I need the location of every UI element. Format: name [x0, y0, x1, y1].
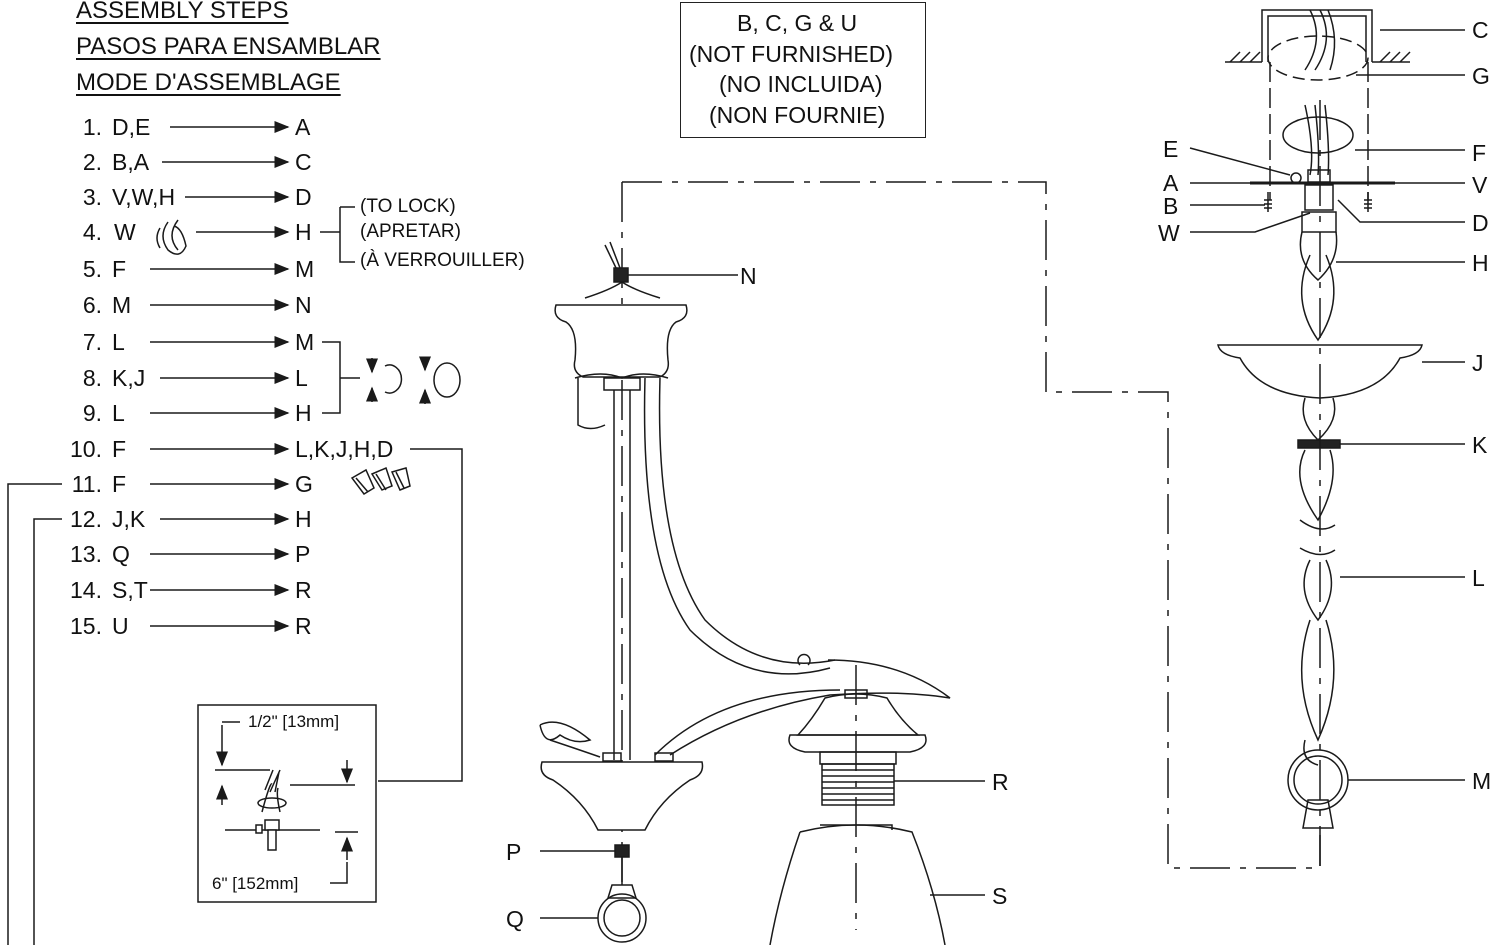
step-number: 10. [70, 436, 102, 462]
step-target: G [295, 471, 313, 497]
step-source: F [112, 471, 127, 497]
part-label-L: L [1472, 565, 1485, 591]
step-number: 4. [82, 219, 102, 245]
part-label-J: J [1472, 350, 1484, 376]
wire-strip-detail [215, 721, 358, 884]
lock-note-es: (APRETAR) [360, 221, 461, 242]
not-furnished-box: B, C, G & U (NOT FURNISHED) (NO INCLUIDA… [680, 2, 926, 138]
step-target: R [295, 577, 312, 603]
part-label-H: H [1472, 250, 1489, 276]
step-number: 12. [70, 506, 102, 532]
part-label-N: N [740, 263, 757, 289]
detail-leader [378, 448, 463, 782]
part-label-B: B [1163, 193, 1179, 219]
step-source: B,A [112, 149, 150, 175]
twist-icon [156, 219, 187, 255]
leader-11 [7, 483, 62, 945]
step-source: L [112, 400, 125, 426]
not-furnished-en: (NOT FURNISHED) [689, 41, 894, 67]
step-target: M [295, 329, 315, 355]
step-target: L [295, 365, 308, 391]
part-label-R: R [992, 769, 1009, 795]
lock-note-fr: (À VERROUILLER) [360, 250, 525, 271]
step-source: U [112, 613, 129, 639]
not-furnished-es: (NO INCLUIDA) [719, 71, 883, 97]
step-target: L,K,J,H,D [295, 436, 394, 462]
heading-mode: MODE D'ASSEMBLAGE [76, 69, 341, 96]
strip-length-label: 1/2" [13mm] [248, 712, 340, 731]
wire-length-label: 6" [152mm] [212, 874, 299, 893]
step-number: 14. [70, 577, 102, 603]
step-number: 6. [82, 292, 102, 318]
part-label-S: S [992, 883, 1008, 909]
step-source: J,K [112, 506, 146, 532]
step-target: A [295, 114, 311, 140]
part-label-D: D [1472, 210, 1489, 236]
step-source: F [112, 256, 127, 282]
step-number: 7. [82, 329, 102, 355]
step-target: D [295, 184, 312, 210]
step-source: L [112, 329, 125, 355]
step-target: H [295, 400, 312, 426]
step-number: 9. [82, 400, 102, 426]
step-target: M [295, 256, 315, 282]
step-source: D,E [112, 114, 151, 140]
step-source: F [112, 436, 127, 462]
step-source: S,T [112, 577, 148, 603]
wire-nut-icons [350, 466, 411, 495]
step-source: W [114, 219, 136, 245]
step-number: 8. [82, 365, 102, 391]
step-source: M [112, 292, 132, 318]
step-number: 13. [70, 541, 102, 567]
part-label-C: C [1472, 17, 1489, 43]
step-target: N [295, 292, 312, 318]
step-target: H [295, 219, 312, 245]
assembly-path [622, 181, 1321, 869]
not-furnished-parts: B, C, G & U [737, 10, 858, 36]
step-target: P [295, 541, 311, 567]
leader-12 [33, 518, 62, 945]
step-source: V,W,H [112, 184, 176, 210]
part-label-Q: Q [506, 906, 524, 932]
part-label-W: W [1158, 220, 1180, 246]
part-label-A: A [1163, 170, 1179, 196]
step-source: Q [112, 541, 130, 567]
part-label-P: P [506, 839, 522, 865]
lock-bracket [320, 206, 355, 263]
heading-pasos: PASOS PARA ENSAMBLAR [76, 33, 381, 60]
step-source: K,J [112, 365, 146, 391]
wire-strip-detail-box [197, 704, 377, 903]
socket-shade-drawing [769, 665, 985, 945]
part-label-E: E [1163, 136, 1179, 162]
step-number: 11. [71, 471, 102, 497]
not-furnished-fr: (NON FOURNIE) [709, 102, 886, 128]
part-label-M: M [1472, 768, 1492, 794]
step-number: 5. [82, 256, 102, 282]
step-arrows [150, 121, 290, 632]
step-number: 3. [82, 184, 102, 210]
bracket-7-9 [322, 341, 461, 414]
step-number: 2. [82, 149, 102, 175]
part-label-K: K [1472, 432, 1488, 458]
lock-note-en: (TO LOCK) [360, 196, 456, 217]
step-target: H [295, 506, 312, 532]
step-number: 15. [70, 613, 102, 639]
part-label-F: F [1472, 140, 1487, 166]
part-label-G: G [1472, 63, 1490, 89]
step-target: R [295, 613, 312, 639]
step-target: C [295, 149, 312, 175]
fixture-drawing [539, 241, 951, 943]
step-number: 1. [82, 114, 102, 140]
part-label-V: V [1472, 172, 1488, 198]
heading-assembly-steps: ASSEMBLY STEPS [76, 0, 289, 24]
chain-assembly-drawing [1189, 9, 1465, 870]
